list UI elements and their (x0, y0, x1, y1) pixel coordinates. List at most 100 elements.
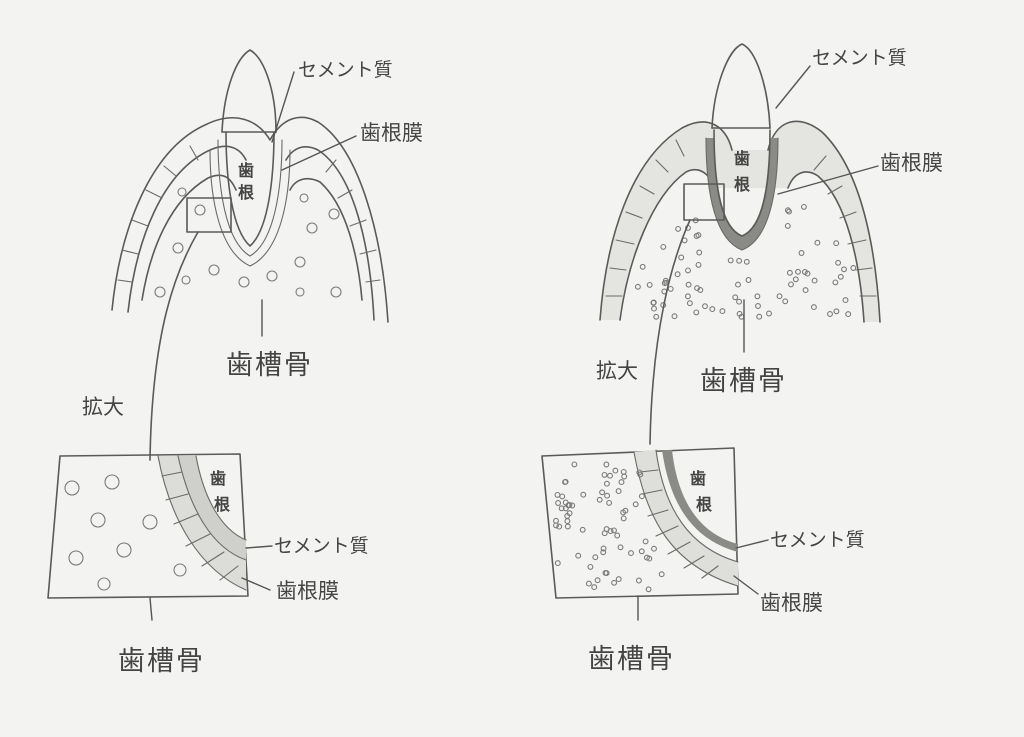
bone-dot (709, 306, 716, 313)
right-label-root-bottom: 根 (734, 175, 750, 194)
left-gum-outer (111, 116, 389, 323)
left-inset-root-top: 歯 (210, 469, 226, 488)
bone-dot (580, 491, 587, 498)
bone-dot (674, 271, 681, 278)
bone-dot (594, 577, 601, 584)
bone-dot (696, 249, 703, 256)
left-diagram: セメント質 歯根膜 歯 根 歯槽骨 拡大 歯 (47, 49, 423, 677)
bone-dot (736, 298, 743, 305)
bone-dot (841, 266, 847, 273)
bone-dot (782, 298, 789, 305)
bone-dot (564, 518, 571, 525)
bone-dot (660, 243, 667, 250)
bone-dot (621, 473, 628, 480)
right-inset-cavities (553, 461, 665, 593)
right-label-bone: 歯槽骨 (700, 366, 787, 397)
bone-dot (554, 560, 561, 567)
bone-dot (653, 313, 660, 320)
bone-dot (833, 240, 840, 247)
bone-dot (638, 493, 645, 500)
left-label-root-top: 歯 (238, 161, 254, 180)
right-label-inset-pdl: 歯根膜 (760, 591, 823, 615)
bone-dot (694, 285, 701, 292)
bone-dot (559, 493, 566, 500)
bone-dot (827, 311, 833, 317)
bone-dot (646, 281, 653, 288)
bone-dot (671, 313, 678, 320)
bone-dot (558, 505, 565, 512)
bone-dot (611, 579, 618, 586)
right-inset-hatching (639, 469, 719, 579)
bone-dot (685, 281, 692, 288)
left-gum-mid (127, 145, 375, 321)
right-diagram: セメント質 歯根膜 歯 根 歯槽骨 拡大 歯 根 セメント質 歯根膜 歯槽骨 (541, 43, 943, 675)
bone-dot (596, 496, 603, 503)
bone-dot (606, 499, 613, 506)
bone-dot (795, 268, 801, 275)
left-cementum-line (217, 139, 283, 257)
bone-dot (615, 576, 622, 583)
bone-dot (695, 232, 702, 239)
bone-dot (599, 489, 606, 496)
bone-dot (801, 269, 808, 275)
bone-dot (603, 480, 610, 487)
bone-dot (754, 293, 761, 300)
bone-dot (635, 577, 642, 584)
bone-dot (579, 526, 586, 533)
bone-dot (620, 468, 627, 475)
bone-dot (693, 309, 700, 316)
left-label-bone: 歯槽骨 (226, 350, 313, 381)
bone-dot (614, 532, 621, 539)
bone-dot (702, 303, 708, 310)
bone-dot (564, 523, 571, 530)
left-inset-pdl-leader (241, 577, 271, 591)
bone-dot (585, 580, 592, 587)
bone-dot (592, 554, 599, 561)
bone-dot (786, 269, 793, 276)
bone-dot (755, 303, 761, 309)
bone-dot (611, 527, 617, 534)
right-tooth-crown (711, 43, 771, 129)
bone-dot (645, 586, 652, 593)
bone-dot (604, 492, 611, 499)
right-periosteum-hatching (605, 139, 877, 297)
bone-dot (837, 273, 844, 280)
bone-dot (776, 293, 783, 300)
right-label-magnify: 拡大 (596, 359, 638, 383)
bone-dot (634, 283, 641, 290)
right-magnify-box (683, 183, 725, 221)
bone-dot (686, 300, 693, 307)
bone-dot (662, 277, 669, 284)
bone-dot (601, 530, 608, 537)
bone-dot (786, 208, 792, 215)
bone-dot (810, 304, 817, 311)
bone-dot (658, 571, 665, 578)
bone-dot (565, 502, 572, 509)
bone-dot (695, 261, 702, 268)
left-label-magnify: 拡大 (82, 395, 124, 419)
left-tooth-crown (221, 49, 277, 133)
bone-dot (800, 203, 807, 210)
bone-dot (850, 265, 857, 271)
bone-dot (642, 538, 649, 545)
bone-dot (792, 276, 799, 283)
right-tooth-root (713, 129, 771, 237)
bone-dot (798, 250, 805, 256)
bone-dot (639, 263, 646, 270)
right-label-inset-cementum: セメント質 (770, 529, 865, 551)
left-magnify-box (186, 197, 232, 233)
bone-dot (685, 267, 691, 274)
bone-dot (784, 222, 791, 229)
bone-dot (555, 500, 562, 506)
right-pdl-leader (777, 165, 879, 195)
right-label-inset-bone: 歯槽骨 (588, 644, 675, 675)
bone-dot (638, 548, 645, 555)
right-label-root-top: 歯 (734, 149, 750, 168)
left-inset-root-bottom: 根 (214, 495, 230, 514)
left-pdl-line (209, 149, 291, 267)
left-tooth-root (225, 131, 275, 247)
left-label-cementum: セメント質 (298, 59, 393, 81)
bone-dot (756, 313, 763, 320)
right-bone-crest (619, 168, 865, 323)
